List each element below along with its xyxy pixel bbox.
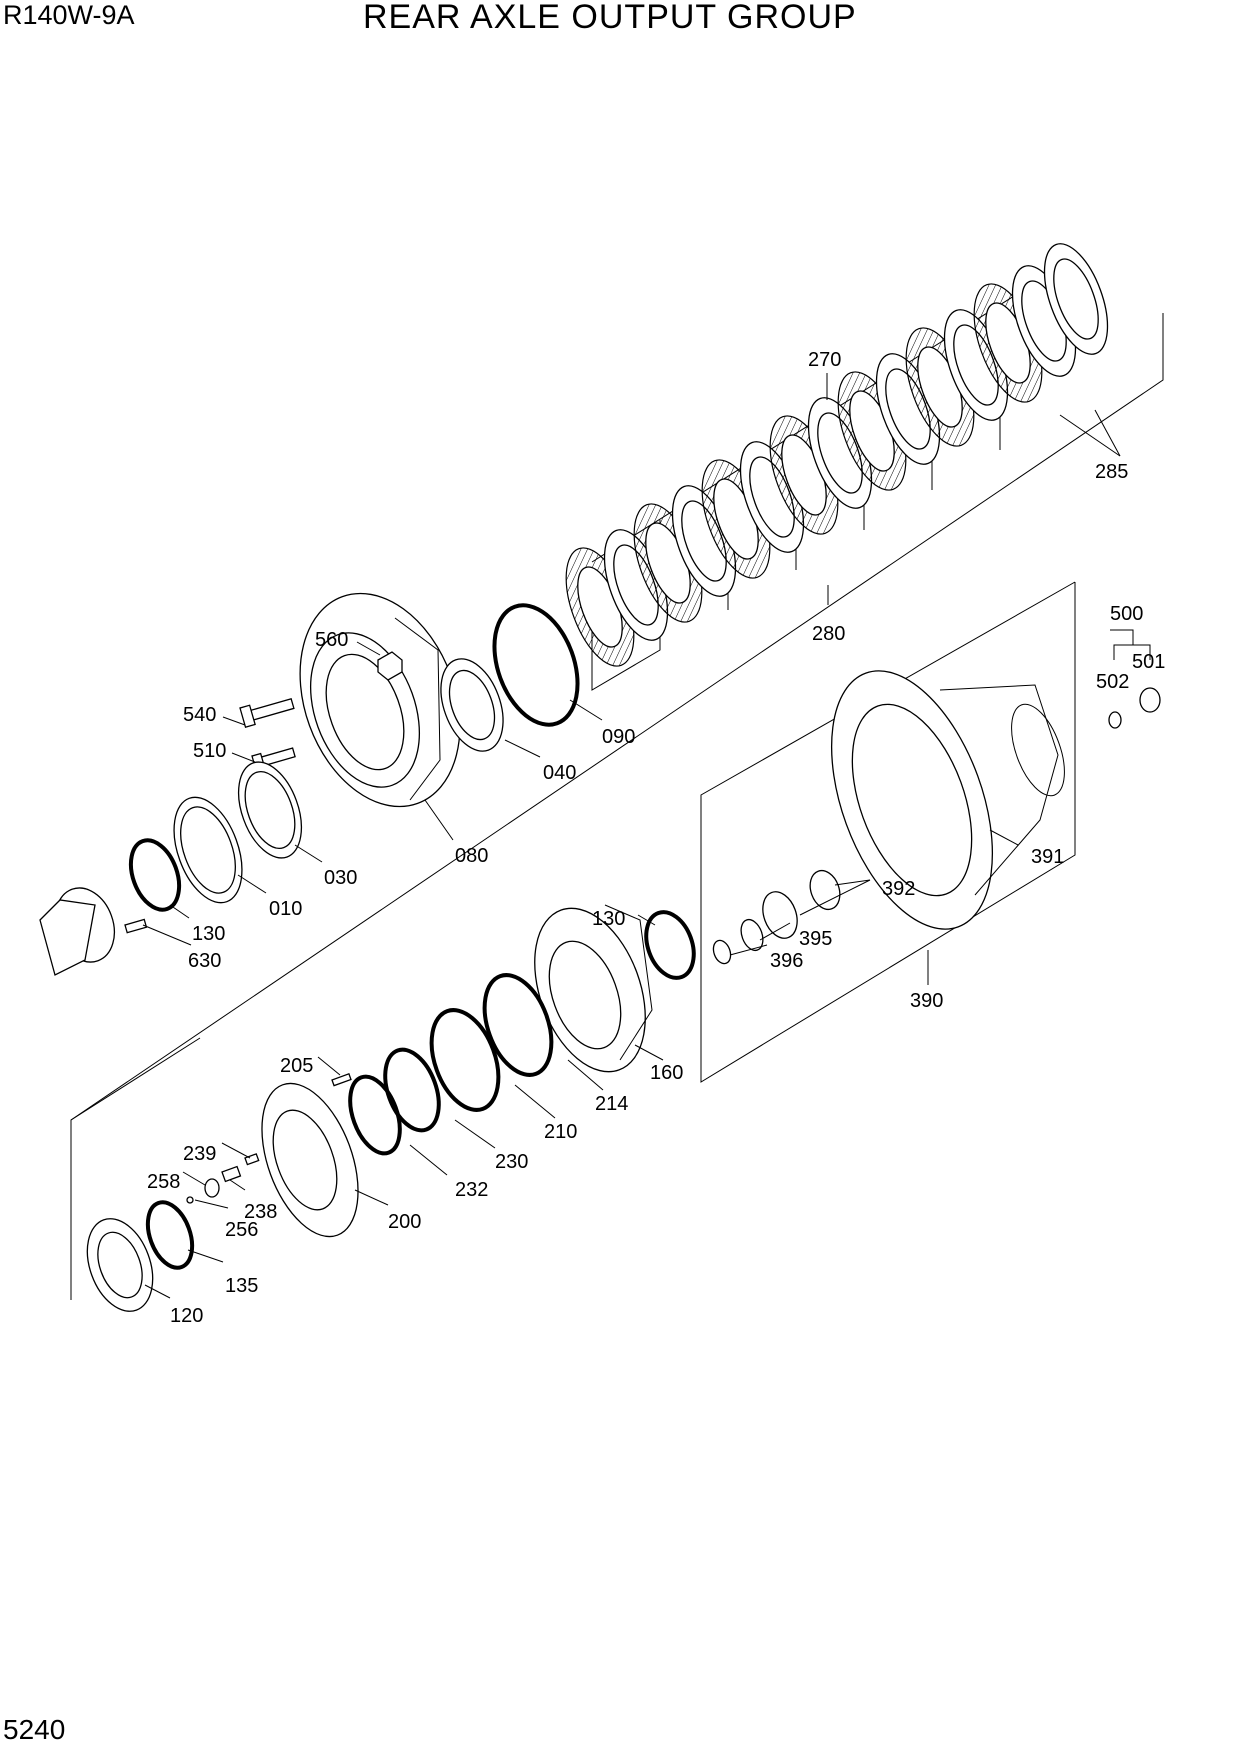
diagram-title: REAR AXLE OUTPUT GROUP [363, 0, 857, 36]
part-label-510: 510 [193, 740, 226, 762]
spring-239 [244, 1153, 260, 1166]
part-label-390: 390 [910, 990, 943, 1012]
flange-yoke [39, 887, 115, 976]
part-label-210: 210 [544, 1121, 577, 1143]
part-label-396: 396 [770, 950, 803, 972]
gear-392 [762, 869, 841, 939]
housing-391 [830, 670, 1065, 930]
group-frame-500 [1110, 629, 1151, 660]
part-label-501: 501 [1132, 651, 1165, 673]
part-label-540: 540 [183, 704, 216, 726]
cylinder-200 [261, 1082, 359, 1238]
bolt-630 [124, 918, 148, 934]
part-label-502: 502 [1096, 671, 1129, 693]
part-label-214: 214 [595, 1093, 628, 1115]
bolt-540 [239, 697, 295, 729]
piston-160 [534, 904, 653, 1073]
valve-258 [204, 1178, 220, 1198]
part-label-239: 239 [183, 1143, 216, 1165]
part-label-135: 135 [225, 1275, 258, 1297]
part-label-256: 256 [225, 1219, 258, 1241]
part-labels: 270 285 280 500 501 502 560 540 510 090 … [147, 349, 1165, 1327]
part-label-010: 010 [269, 898, 302, 920]
nut-560 [377, 651, 403, 681]
o-ring-214 [482, 973, 554, 1077]
nut-120 [86, 1218, 154, 1312]
seal-030 [237, 761, 303, 859]
part-label-560: 560 [315, 629, 348, 651]
o-ring-232 [348, 1074, 402, 1156]
o-ring-090 [492, 603, 580, 727]
o-ring-130-left [128, 838, 182, 912]
plug-502 [1108, 711, 1122, 729]
ball-256 [186, 1196, 194, 1204]
washer-396 [712, 939, 732, 965]
part-label-391: 391 [1031, 846, 1064, 868]
bearing-040 [440, 658, 504, 752]
part-label-285: 285 [1095, 461, 1128, 483]
o-ring-135 [145, 1200, 195, 1270]
part-label-630: 630 [188, 950, 221, 972]
part-label-230: 230 [495, 1151, 528, 1173]
part-label-238: 238 [244, 1201, 277, 1223]
ring-395 [740, 918, 764, 952]
part-label-280: 280 [812, 623, 845, 645]
spring-238 [221, 1165, 242, 1183]
part-label-205: 205 [280, 1055, 313, 1077]
clutch-disc-pack [565, 243, 1109, 667]
page-number: 5240 [3, 1714, 66, 1745]
part-label-200: 200 [388, 1211, 421, 1233]
part-label-232: 232 [455, 1179, 488, 1201]
part-label-090: 090 [602, 726, 635, 748]
part-label-080: 080 [455, 845, 488, 867]
part-label-160: 160 [650, 1062, 683, 1084]
part-label-258: 258 [147, 1171, 180, 1193]
leader-lines [142, 373, 1121, 1299]
seal-010 [173, 796, 243, 904]
part-label-392: 392 [882, 878, 915, 900]
part-label-500: 500 [1110, 603, 1143, 625]
part-label-130: 130 [192, 923, 225, 945]
part-label-040: 040 [543, 762, 576, 784]
part-label-130-right: 130 [592, 908, 625, 930]
model-code: R140W-9A [3, 0, 135, 30]
part-label-395: 395 [799, 928, 832, 950]
group-frame-main [70, 313, 1164, 1300]
plug-501 [1139, 687, 1161, 713]
o-ring-210 [429, 1008, 501, 1112]
part-label-030: 030 [324, 867, 357, 889]
part-label-120: 120 [170, 1305, 203, 1327]
pin-205 [331, 1073, 352, 1087]
o-ring-130-right [644, 910, 696, 980]
part-label-270: 270 [808, 349, 841, 371]
